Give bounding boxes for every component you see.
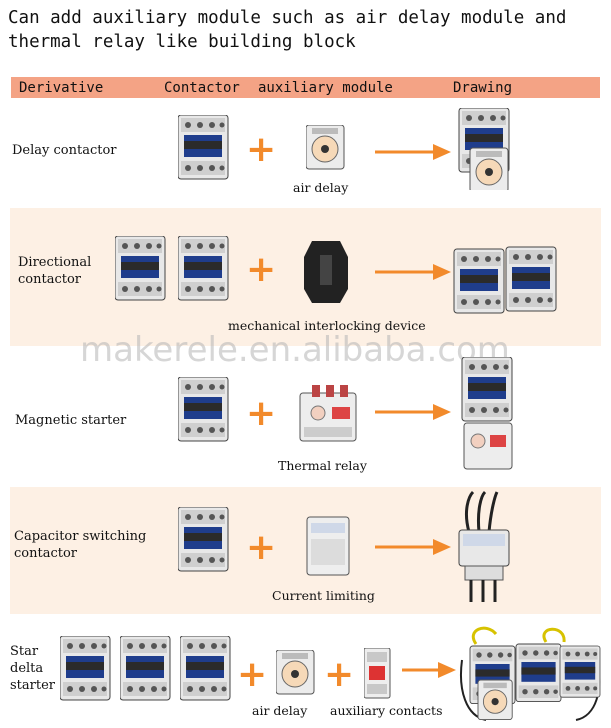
header-derivative: Derivative [19,80,104,96]
plus-icon: + [324,654,355,695]
contactor-image [178,236,229,301]
plus-icon: + [246,393,277,434]
watermark: makerele.en.alibaba.com [80,330,510,370]
capacitor-contactor-drawing-image [458,490,510,602]
mechanical-interlock-image [304,241,348,303]
contactor-image [178,115,229,180]
caption-auxiliary-contacts: auxiliary contacts [330,703,443,718]
auxiliary-contacts-image [364,648,391,699]
reversing-contactor-drawing-image [453,246,557,314]
contactor-image [115,236,166,301]
contactor-image [178,377,229,442]
row-label-directional-contactor: Directional contactor [18,255,92,287]
contactor-image [178,507,229,572]
arrow-right-icon [375,539,451,555]
plus-icon: + [246,249,277,290]
caption-air-delay: air delay [293,180,349,195]
plus-icon: + [246,129,277,170]
contactor-image [60,636,111,701]
air-delay-module-image [276,650,315,695]
plus-icon: + [246,527,277,568]
plus-icon: + [237,654,268,695]
magnetic-starter-drawing-image [461,357,513,470]
header-contactor: Contactor [164,80,240,96]
row-label-delay-contactor: Delay contactor [12,143,117,158]
page-title: Can add auxiliary module such as air del… [8,8,577,52]
arrow-right-icon [375,264,451,280]
caption-thermal-relay: Thermal relay [278,458,367,473]
header-auxiliary-module: auxiliary module [258,80,393,96]
star-delta-starter-drawing-image [460,626,601,721]
arrow-right-icon [375,144,451,160]
header-drawing: Drawing [453,80,513,96]
arrow-right-icon [402,662,456,678]
delay-contactor-drawing-image [458,108,510,190]
contactor-image [180,636,231,701]
contactor-image [120,636,171,701]
thermal-relay-image [299,385,357,442]
caption-mechanical-interlocking: mechanical interlocking device [228,318,426,333]
air-delay-module-image [306,125,345,170]
row-label-magnetic-starter: Magnetic starter [15,413,127,428]
row-label-capacitor-switching-contactor: Capacitor switching contactor [14,529,147,561]
arrow-right-icon [375,404,451,420]
table-header: Derivative Contactor auxiliary module Dr… [11,77,600,98]
row-label-star-delta-starter: Star delta starter [10,644,55,693]
caption-current-limiting: Current limiting [272,588,375,603]
caption-air-delay: air delay [252,703,308,718]
current-limiting-module-image [306,516,350,576]
